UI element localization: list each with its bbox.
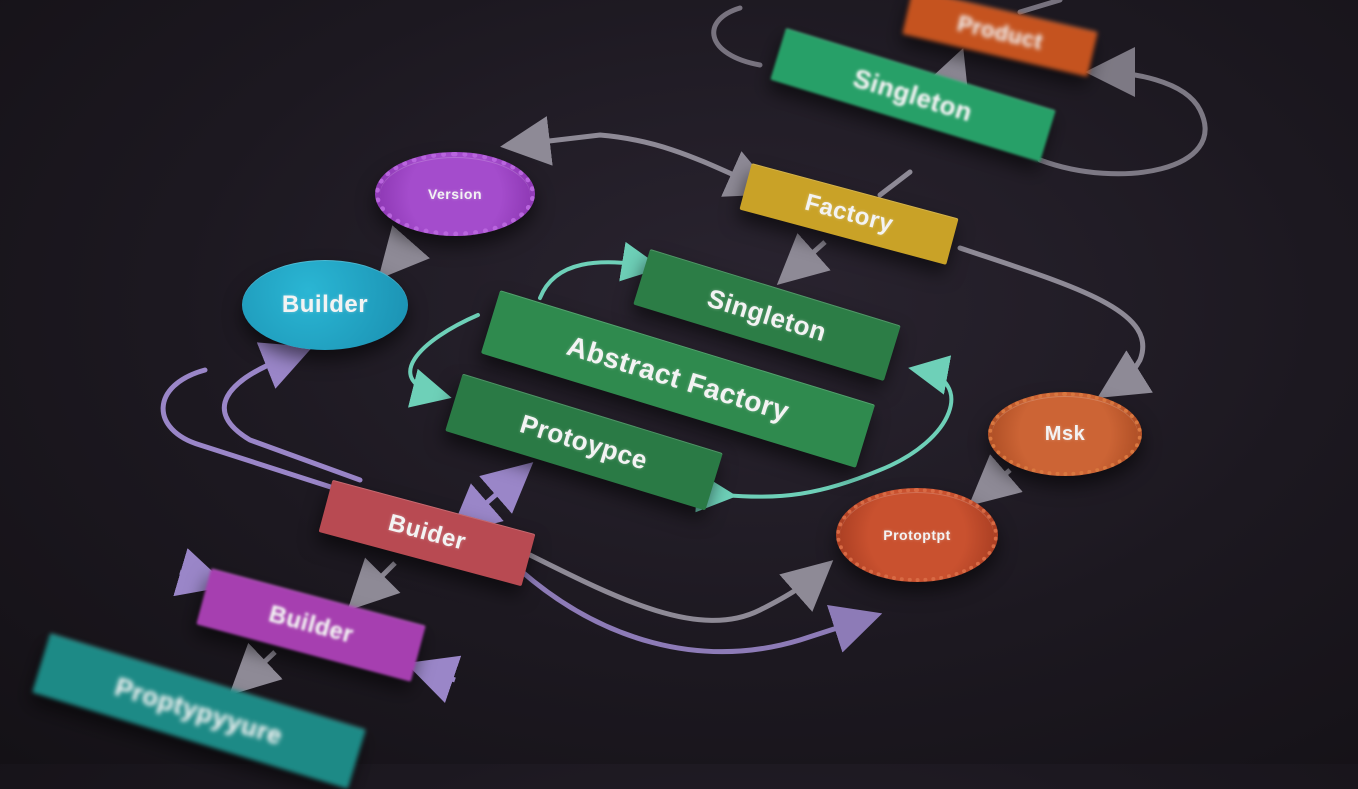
connector-lav-outer — [160, 367, 343, 493]
node-builder-circle[interactable]: Builder — [242, 260, 408, 350]
node-protopt-label: Protoptpt — [883, 527, 951, 543]
connector-singleton-to-product — [922, 47, 970, 104]
connector-builder-to-prototype — [449, 462, 534, 535]
connector-factory-top — [877, 169, 913, 198]
connector-builder-to-builder — [347, 557, 401, 611]
connector-factory-to-mask — [957, 245, 1153, 398]
connector-top-right-loop — [1037, 47, 1208, 177]
connector-factory-arc — [500, 116, 777, 197]
connector-layer — [160, 0, 1208, 703]
connector-mint-top — [538, 241, 662, 300]
node-product-label: Product — [955, 10, 1046, 55]
connector-builder-long — [517, 567, 883, 655]
node-mask-label: Msk — [1044, 422, 1086, 445]
connector-mint-left — [407, 313, 480, 408]
connector-mask-to-protopt — [968, 454, 1023, 506]
connector-top-line — [1017, 0, 1063, 15]
node-protopt[interactable]: Protoptpt — [836, 488, 998, 582]
connector-mint-right — [695, 355, 954, 513]
connector-top-left-loop — [711, 5, 763, 68]
node-mask[interactable]: Msk — [988, 392, 1142, 476]
connector-factory-to-singleton — [776, 233, 831, 285]
diagram-canvas: Product Singleton Factory Version Builde… — [32, 0, 1208, 789]
connector-lav-inner — [221, 342, 363, 483]
connector-builder-purple-to-proto — [229, 642, 283, 696]
node-version-label: Version — [427, 186, 483, 202]
node-builder-purple-label: Builder — [266, 600, 357, 649]
node-version[interactable]: Version — [375, 152, 535, 236]
connector-builder-to-protopt — [527, 552, 834, 623]
connector-into-builder-purple-right — [405, 655, 462, 703]
connector-version-to-builder — [378, 225, 430, 280]
node-builder-circle-label: Builder — [281, 291, 369, 318]
node-builder-red-label: Buider — [385, 509, 469, 556]
